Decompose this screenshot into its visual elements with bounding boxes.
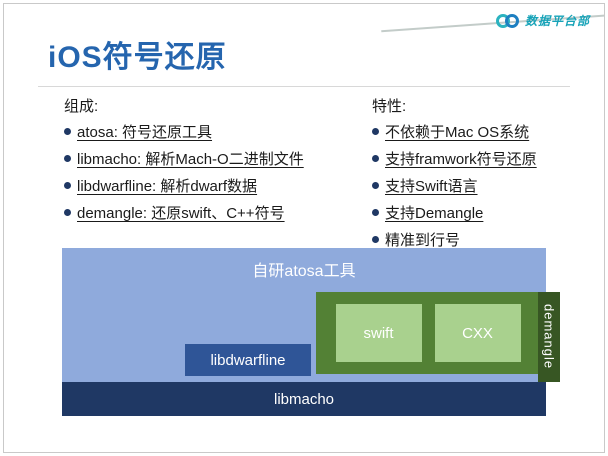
list-item-label: 支持Demangle xyxy=(385,205,484,222)
demangle-group-box: swift CXX xyxy=(316,292,540,374)
swift-box: swift xyxy=(335,304,422,362)
logo: 数据平台部 xyxy=(495,12,590,29)
list-item-label: 支持Swift语言 xyxy=(385,178,478,195)
bullet-icon xyxy=(372,128,379,135)
list-item-label: libdwarfline: 解析dwarf数据 xyxy=(77,178,258,195)
libdwarfline-box: libdwarfline xyxy=(185,344,311,376)
logo-text: 数据平台部 xyxy=(524,14,590,28)
bullet-icon xyxy=(372,209,379,216)
list-item: 精准到行号 xyxy=(372,226,592,253)
list-item: demangle: 还原swift、C++符号 xyxy=(64,199,364,226)
bullet-icon xyxy=(372,155,379,162)
list-item-label: demangle: 还原swift、C++符号 xyxy=(77,205,285,222)
list-item-label: 支持framwork符号还原 xyxy=(385,151,537,168)
list-item: 支持Swift语言 xyxy=(372,172,592,199)
list-item: libdwarfline: 解析dwarf数据 xyxy=(64,172,364,199)
features-header: 特性: xyxy=(372,97,407,115)
list-item-label: libmacho: 解析Mach-O二进制文件 xyxy=(77,151,304,168)
logo-rings-icon xyxy=(495,13,519,28)
bullet-icon xyxy=(372,182,379,189)
list-item: libmacho: 解析Mach-O二进制文件 xyxy=(64,145,364,172)
demangle-strip: demangle xyxy=(538,292,560,382)
list-item-label: atosa: 符号还原工具 xyxy=(77,124,213,141)
list-item: 不依赖于Mac OS系统 xyxy=(372,118,592,145)
list-item: atosa: 符号还原工具 xyxy=(64,118,364,145)
bullet-icon xyxy=(64,155,71,162)
list-item: 支持framwork符号还原 xyxy=(372,145,592,172)
atosa-label: 自研atosa工具 xyxy=(252,263,356,280)
libmacho-bar: libmacho xyxy=(62,382,546,416)
bullet-icon xyxy=(64,209,71,216)
bullet-icon xyxy=(64,128,71,135)
title-divider xyxy=(38,86,570,87)
bullet-icon xyxy=(372,236,379,243)
slide: 数据平台部 iOS符号还原 组成: atosa: 符号还原工具 libmacho… xyxy=(3,3,605,453)
features-column: 特性: 不依赖于Mac OS系统 支持framwork符号还原 支持Swift语… xyxy=(372,92,592,253)
composition-header: 组成: xyxy=(64,97,99,115)
composition-column: 组成: atosa: 符号还原工具 libmacho: 解析Mach-O二进制文… xyxy=(64,92,364,226)
list-item: 支持Demangle xyxy=(372,199,592,226)
list-item-label: 不依赖于Mac OS系统 xyxy=(385,124,530,141)
cxx-box: CXX xyxy=(434,304,521,362)
list-item-label: 精准到行号 xyxy=(385,232,461,249)
page-title: iOS符号还原 xyxy=(48,41,227,74)
bullet-icon xyxy=(64,182,71,189)
